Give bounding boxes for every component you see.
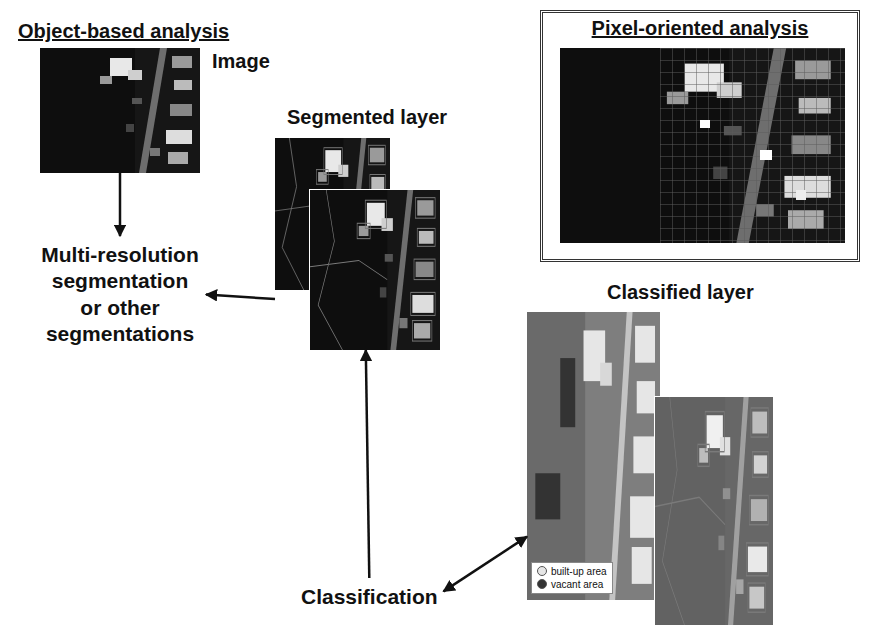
legend-swatch	[537, 566, 547, 576]
step-label: Classification	[295, 578, 444, 616]
node-title: Multi-resolution segmentation or other s…	[40, 242, 200, 347]
analysis-frame: Pixel-oriented analysis	[540, 10, 860, 262]
legend-text: vacant area	[551, 579, 603, 590]
section-heading: Object-based analysis	[18, 20, 229, 43]
legend-swatch	[537, 579, 547, 589]
node-title: Image	[212, 50, 270, 73]
process-label: Multi-resolution segmentation or other s…	[34, 236, 206, 353]
map-legend: built-up area vacant area	[531, 562, 613, 594]
node-title: Classified layer	[607, 281, 754, 304]
flow-arrow	[366, 350, 370, 578]
flow-arrow	[119, 173, 122, 236]
node-title: Pixel-oriented analysis	[543, 13, 857, 40]
flow-arrow	[444, 537, 528, 592]
node-title: Segmented layer	[287, 106, 447, 129]
legend-row: vacant area	[537, 578, 607, 591]
node-title: Classification	[301, 584, 438, 610]
layer-panel: Segmented layer	[275, 138, 440, 350]
legend-text: built-up area	[551, 566, 607, 577]
image-panel: Image	[40, 48, 200, 173]
flow-arrow	[206, 295, 275, 300]
legend-row: built-up area	[537, 565, 607, 578]
layer-panel: Classified layer	[527, 312, 660, 600]
